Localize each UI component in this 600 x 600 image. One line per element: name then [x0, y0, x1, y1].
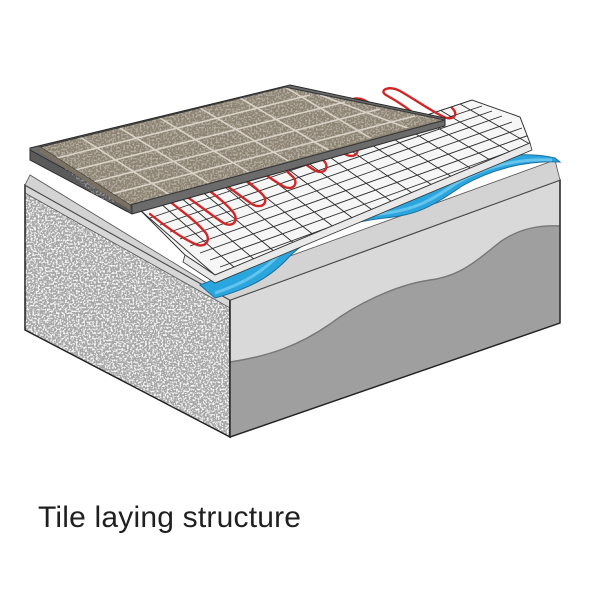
diagram-caption: Tile laying structure	[38, 501, 302, 534]
heating-mat	[139, 99, 533, 284]
